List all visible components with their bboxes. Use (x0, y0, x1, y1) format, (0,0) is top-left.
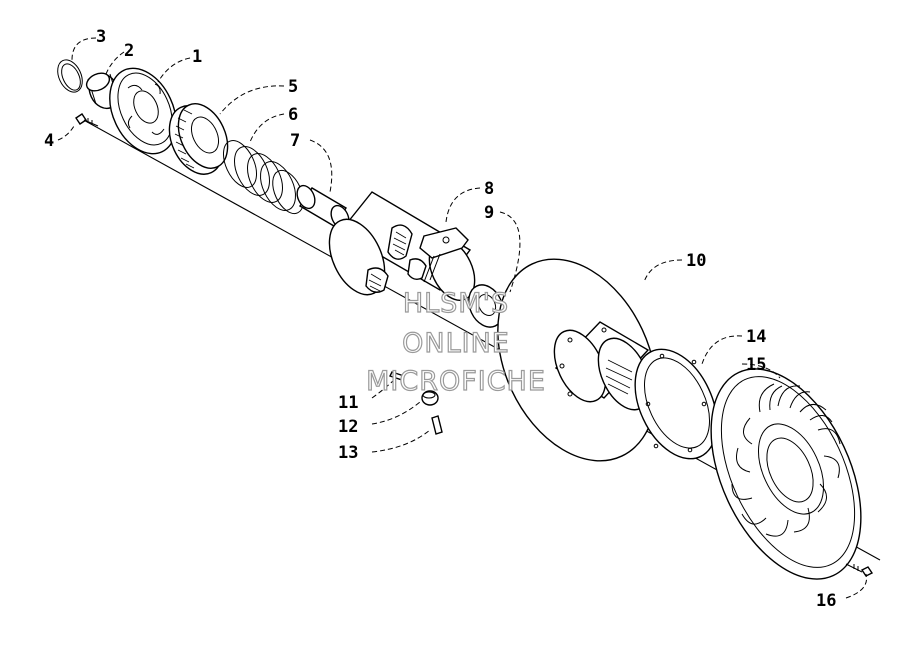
callout-15: 15 (746, 355, 766, 375)
part-8-weight-arm[interactable] (419, 227, 469, 283)
watermark-line-3: MICROFICHE (366, 366, 546, 397)
callout-13: 13 (338, 443, 358, 463)
part-16-screw[interactable] (845, 563, 874, 577)
watermark-line-1: HLSM'S (403, 288, 509, 319)
callout-9: 9 (484, 203, 494, 223)
part-5-spider[interactable] (159, 96, 237, 183)
part-9-washer[interactable] (462, 279, 510, 332)
part-3-snap-ring[interactable] (53, 56, 87, 96)
callout-5: 5 (288, 77, 298, 97)
callout-16: 16 (816, 591, 836, 611)
part-6-spring[interactable] (217, 135, 310, 218)
callout-10: 10 (686, 251, 706, 271)
part-13-pin[interactable] (431, 415, 443, 435)
callout-8: 8 (484, 179, 494, 199)
callout-11: 11 (338, 393, 358, 413)
callout-2: 2 (124, 41, 134, 61)
part-14-gasket[interactable] (619, 336, 733, 472)
part-1-cover-plate[interactable] (97, 58, 189, 165)
callout-4: 4 (44, 131, 54, 151)
part-12-roller[interactable] (421, 390, 439, 406)
callout-12: 12 (338, 417, 358, 437)
callout-3: 3 (96, 27, 106, 47)
callout-1: 1 (192, 47, 202, 67)
part-4-screw[interactable] (75, 113, 99, 127)
callout-6: 6 (288, 105, 298, 125)
leader-lines (57, 37, 868, 599)
part-15-fan-wheel[interactable] (681, 345, 892, 602)
part-11-pin[interactable] (389, 371, 405, 381)
callout-labels: 1 2 3 4 5 6 7 8 9 10 11 12 13 14 15 16 (44, 27, 836, 611)
part-7-sleeve[interactable] (294, 183, 353, 232)
watermark-line-2: ONLINE (402, 328, 510, 359)
callout-14: 14 (746, 327, 766, 347)
watermark: HLSM'S ONLINE MICROFICHE (365, 287, 546, 397)
callout-7: 7 (290, 131, 300, 151)
